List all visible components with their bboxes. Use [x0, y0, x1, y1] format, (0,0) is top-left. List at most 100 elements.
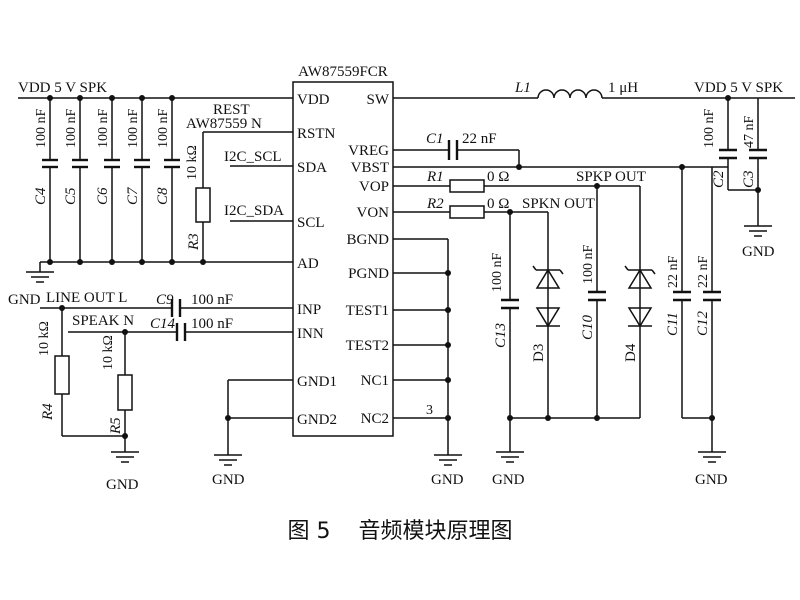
gnd-label: GND	[8, 292, 41, 308]
r2-ref: R2	[426, 196, 444, 212]
gnd-label: GND	[106, 477, 139, 493]
c7-value: 100 nF	[126, 109, 141, 149]
line-out-label: LINE OUT L	[46, 290, 127, 306]
c12-ref: C12	[695, 310, 711, 336]
r3-ref: R3	[186, 233, 202, 251]
chip-pins-right: SW VREG VBST VOP VON BGND PGND TEST1 TES…	[346, 92, 390, 427]
pin-label: NC2	[361, 411, 389, 427]
r5-body	[117, 374, 133, 411]
c6-value: 100 nF	[96, 109, 111, 149]
wires	[18, 97, 795, 455]
c5-value: 100 nF	[64, 109, 79, 149]
gnd-label: GND	[742, 244, 775, 260]
resistors	[54, 179, 485, 411]
c14-value: 100 nF	[191, 316, 233, 332]
component-labels: 100 nF C4 100 nF C5 100 nF C6 100 nF C7 …	[33, 80, 757, 435]
pin-label: VREG	[348, 143, 389, 159]
figure-caption: 图 5 音频模块原理图	[288, 519, 513, 544]
pin-label: TEST1	[346, 303, 389, 319]
c1-ref: C1	[426, 131, 444, 147]
vdd-right-label: VDD 5 V SPK	[694, 80, 783, 96]
r1-body	[449, 179, 485, 193]
c4-value: 100 nF	[34, 109, 49, 149]
gnd-label: GND	[431, 472, 464, 488]
rest-label: REST	[213, 102, 250, 118]
gnd-label: GND	[212, 472, 245, 488]
c8-ref: C8	[155, 187, 171, 205]
r4-ref: R4	[40, 403, 56, 421]
vdd-left-label: VDD 5 V SPK	[18, 80, 107, 96]
pin-label: INP	[297, 302, 321, 318]
chip-body	[292, 81, 394, 437]
r4-value: 10 kΩ	[37, 321, 52, 356]
pin-label: VBST	[351, 160, 389, 176]
d3-ref: D3	[531, 344, 547, 362]
pin-label: TEST2	[346, 338, 389, 354]
pin-label: AD	[297, 256, 319, 272]
i2c-scl-label: I2C_SCL	[224, 149, 282, 165]
nc2-pin-number: 3	[426, 403, 433, 418]
spkp-out-label: SPKP OUT	[576, 169, 646, 185]
c9-value: 100 nF	[191, 292, 233, 308]
pin-label: SCL	[297, 215, 325, 231]
r3-body	[195, 187, 211, 223]
chip-pins-left: VDD RSTN SDA SCL AD INP INN GND1 GND2	[297, 92, 337, 428]
c3-ref: C3	[741, 170, 757, 188]
ground-symbol	[26, 271, 54, 283]
pin-label: VON	[357, 205, 390, 221]
r1-value: 0 Ω	[487, 169, 509, 185]
c8-value: 100 nF	[156, 109, 171, 149]
c4-ref: C4	[33, 187, 49, 205]
l1-ref: L1	[514, 80, 531, 96]
pin-label: SDA	[297, 160, 327, 176]
c2-ref: C2	[711, 170, 727, 188]
d4-diode	[624, 265, 656, 328]
l1-value: 1 μH	[608, 80, 638, 96]
c13-value: 100 nF	[490, 253, 505, 293]
d4-ref: D4	[623, 343, 639, 362]
r5-ref: R5	[108, 417, 124, 435]
c3-value: 47 nF	[742, 116, 757, 149]
net-labels: VDD 5 V SPK VDD 5 V SPK REST AW87559 N I…	[18, 80, 783, 329]
c9-ref: C9	[156, 292, 174, 308]
c12-value: 22 nF	[696, 256, 711, 289]
ground-symbol	[111, 451, 139, 463]
rest-label-2: AW87559 N	[186, 116, 262, 132]
capacitor-plates	[42, 140, 767, 341]
c6-ref: C6	[95, 187, 111, 205]
ground-symbol	[434, 454, 462, 466]
chip-name: AW87559FCR	[298, 64, 388, 80]
c7-ref: C7	[125, 186, 141, 205]
gnd-label: GND	[695, 472, 728, 488]
ground-symbol	[214, 454, 242, 466]
ground-symbol	[744, 225, 772, 237]
c2-value: 100 nF	[702, 109, 717, 149]
c14-ref: C14	[150, 316, 176, 332]
r5-value: 10 kΩ	[101, 335, 116, 370]
pin-label: PGND	[348, 266, 389, 282]
l1-inductor	[537, 89, 603, 99]
r2-body	[449, 205, 485, 219]
c11-value: 22 nF	[666, 256, 681, 289]
r4-body	[54, 355, 70, 395]
speak-n-label: SPEAK N	[72, 313, 134, 329]
gnd-label: GND	[492, 472, 525, 488]
pin-label: GND1	[297, 374, 337, 390]
pin-label: BGND	[346, 232, 389, 248]
pin-label: SW	[367, 92, 390, 108]
d3-diode	[532, 265, 564, 328]
pin-label: NC1	[361, 373, 389, 389]
c5-ref: C5	[63, 187, 79, 205]
pin-label: GND2	[297, 412, 337, 428]
pin-label: VOP	[359, 179, 389, 195]
pin-label: RSTN	[297, 126, 336, 142]
c10-ref: C10	[580, 314, 596, 340]
ground-symbol	[496, 451, 524, 463]
r3-value: 10 kΩ	[185, 145, 200, 180]
c10-value: 100 nF	[581, 245, 596, 285]
r1-ref: R1	[426, 169, 444, 185]
i2c-sda-label: I2C_SDA	[224, 203, 284, 219]
r2-value: 0 Ω	[487, 196, 509, 212]
gnd-labels: GND GND GND GND GND GND GND	[8, 244, 775, 493]
